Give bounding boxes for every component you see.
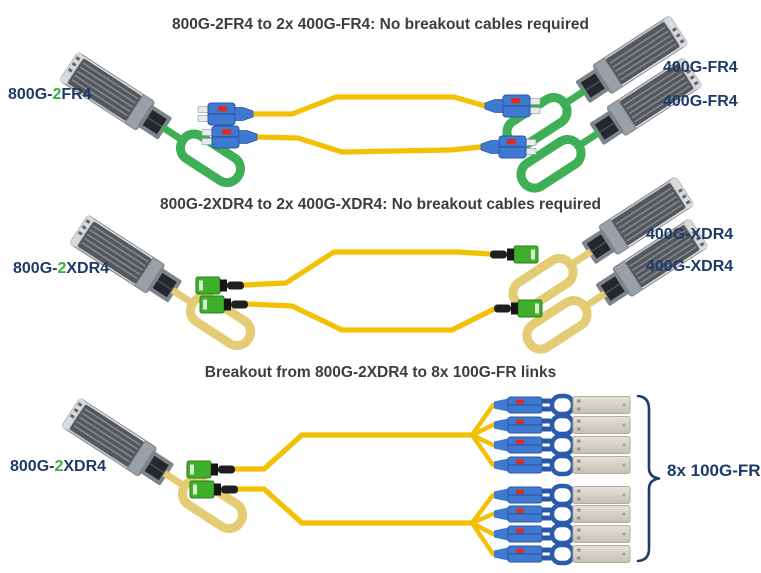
label-prefix: 800G- [8,86,53,103]
label-800g-2xdr4-a: 800G-2XDR4 [13,260,109,278]
label-400g-fr4-1: 400G-FR4 [663,59,738,76]
fiber-cable [245,301,497,333]
group-bracket [636,394,661,563]
section-title-1: 800G-2FR4 to 2x 400G-FR4: No breakout ca… [172,16,589,33]
section-title-3: Breakout from 800G-2XDR4 to 8x 100G-FR l… [204,364,557,381]
transceiver-100g-fr [494,396,630,414]
lc-connector-icon [197,102,254,126]
section-3-diagram [61,394,661,563]
breakout-trunk-cable [232,432,475,472]
mpo-connector-icon [186,460,236,479]
mpo-connector-icon [199,295,249,314]
label-prefix: 800G- [13,260,58,277]
mpo-connector-icon [493,299,543,318]
section-1-diagram [59,15,702,196]
label-400g-xdr4-1: 400G-XDR4 [646,226,734,243]
label-400g-fr4-2: 400G-FR4 [663,93,738,110]
breakout-trunk-cable [235,486,475,526]
section-2-diagram [69,176,708,357]
fiber-cable [241,249,493,288]
transceiver-100g-fr [494,416,630,434]
mpo-connector-icon [489,245,539,264]
mpo-connector-icon [195,276,245,295]
label-suffix: FR4 [61,86,92,103]
label-800g-2xdr4-b: 800G-2XDR4 [10,458,106,476]
label-8x-100g-fr: 8x 100G-FR [667,461,761,480]
transceiver-100g-fr [494,545,630,563]
label-highlight: 2 [54,458,64,475]
label-highlight: 2 [57,260,67,277]
label-suffix: XDR4 [63,458,107,475]
transceiver-100g-fr [494,456,630,474]
fiber-cable [250,94,488,117]
label-highlight: 2 [52,86,62,103]
label-800g-2fr4: 800G-2FR4 [8,86,92,104]
transceiver-100g-fr [494,436,630,454]
transceiver-100g-fr [494,525,630,543]
label-prefix: 800G- [10,458,55,475]
section-title-2: 800G-2XDR4 to 2x 400G-XDR4: No breakout … [159,196,602,213]
label-400g-xdr4-2: 400G-XDR4 [646,258,734,275]
transceiver-100g-fr [494,505,630,523]
transceiver-100g-fr [494,486,630,504]
fiber-cable [254,134,484,155]
label-suffix: XDR4 [66,260,110,277]
